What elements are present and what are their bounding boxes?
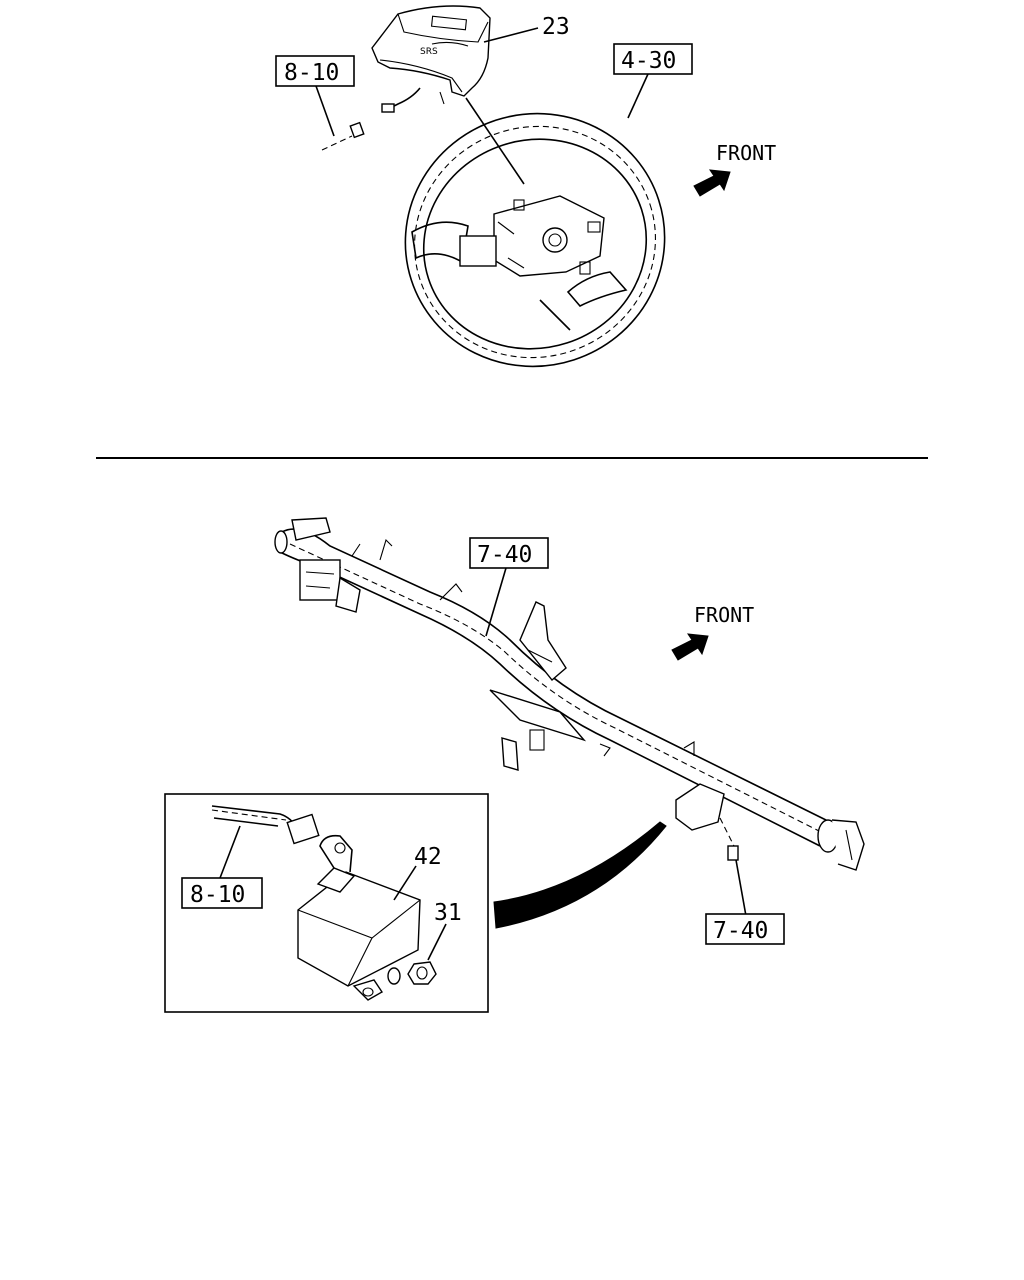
detail-inset: 8-10 42 31: [164, 793, 489, 1013]
harness-connector-upper: [321, 121, 365, 151]
front-label-upper: FRONT: [716, 141, 776, 165]
ref-label-7-40-top: 7-40: [477, 542, 532, 568]
control-unit-drawing: [297, 834, 421, 1001]
front-label-lower: FRONT: [694, 603, 754, 627]
steering-wheel-view: SRS 23 8-10 4-30: [275, 5, 776, 368]
ref-label-7-40-bottom: 7-40: [713, 918, 768, 944]
steering-wheel-drawing: [404, 112, 666, 368]
ref-box-4-30: [613, 43, 693, 75]
ref-label-4-30: 4-30: [621, 48, 676, 74]
callout-31: 31: [434, 900, 462, 926]
svg-text:SRS: SRS: [420, 47, 438, 57]
front-arrow-lower: [671, 633, 709, 661]
crossmember-view: 7-40 FRONT 7-40 8-10: [164, 517, 865, 1013]
ref-box-8-10-detail: [181, 877, 263, 909]
ref-box-7-40-bottom: [705, 913, 785, 945]
ref-label-8-10-upper: 8-10: [284, 60, 339, 86]
nut-drawing: [407, 961, 437, 985]
airbag-module-drawing: SRS: [371, 5, 491, 113]
crossmember-drawing: [274, 517, 865, 871]
callout-23: 23: [542, 14, 570, 40]
front-arrow-upper: [693, 169, 731, 197]
bracket-bolt: [727, 845, 739, 861]
detail-pointer: [493, 821, 667, 929]
ref-box-7-40-top: [469, 537, 549, 569]
callout-42: 42: [414, 844, 442, 870]
leader-23: [483, 27, 539, 43]
ref-box-8-10-upper: [275, 55, 355, 87]
ref-label-8-10-detail: 8-10: [190, 882, 245, 908]
